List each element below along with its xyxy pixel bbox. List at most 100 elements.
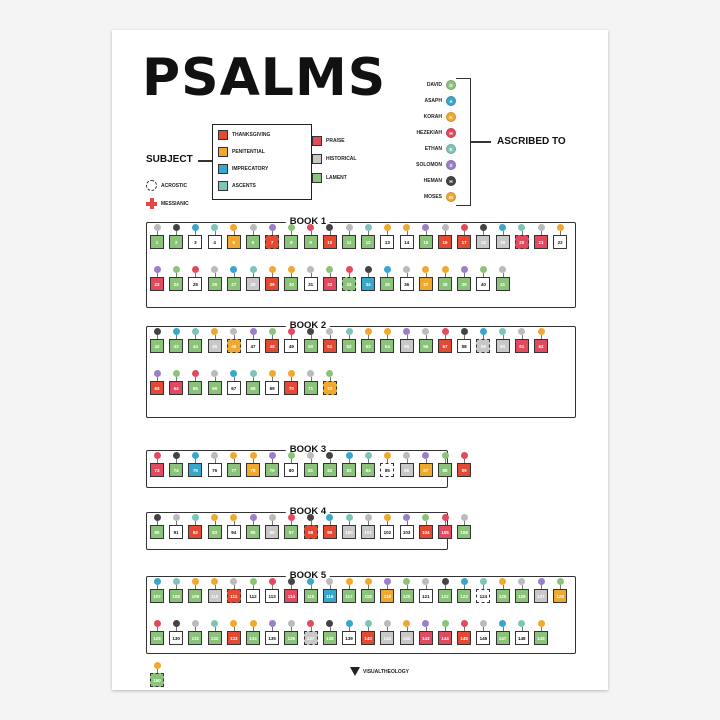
stem xyxy=(329,273,331,277)
psalm-139: 139 xyxy=(342,631,356,645)
stem xyxy=(195,273,197,277)
author-marker xyxy=(479,224,487,231)
stem xyxy=(502,585,504,589)
book-title: BOOK 4 xyxy=(285,506,331,517)
author-marker xyxy=(499,578,507,585)
psalm-19: 19 xyxy=(495,235,510,249)
author-marker xyxy=(499,328,507,335)
author-marker xyxy=(364,452,372,459)
stem xyxy=(272,335,274,339)
stem xyxy=(368,335,370,339)
author-marker xyxy=(249,266,257,273)
author-marker xyxy=(326,578,334,585)
legend-label: PENITENTIAL xyxy=(232,149,265,155)
author-marker xyxy=(345,224,353,231)
author-marker xyxy=(441,266,449,273)
book-title: BOOK 5 xyxy=(285,570,331,581)
stem xyxy=(157,521,158,525)
stem xyxy=(387,335,389,339)
psalm-75: 75 xyxy=(188,463,203,477)
author-marker xyxy=(249,370,257,377)
author-marker xyxy=(345,620,353,627)
author-marker xyxy=(479,266,487,273)
author-marker xyxy=(518,578,526,585)
author-marker xyxy=(479,328,487,335)
stem xyxy=(176,459,178,463)
psalm-79: 79 xyxy=(265,463,280,477)
psalm-138: 138 xyxy=(322,631,337,645)
author-dot: E xyxy=(446,144,456,154)
psalm-62: 62 xyxy=(534,339,548,353)
stem xyxy=(176,521,178,525)
author-marker xyxy=(268,224,276,231)
author-marker xyxy=(383,224,391,231)
author-marker xyxy=(249,620,257,627)
author-marker xyxy=(499,620,507,627)
author-marker xyxy=(383,328,391,335)
psalm-144: 144 xyxy=(438,631,452,645)
author-marker xyxy=(153,620,161,627)
stem xyxy=(291,335,293,339)
stem xyxy=(195,231,197,235)
psalm-118: 118 xyxy=(361,589,376,603)
author-marker xyxy=(307,224,315,231)
author-marker xyxy=(172,514,180,521)
legend-messianic-label: MESSIANIC xyxy=(161,200,189,207)
stem xyxy=(291,377,293,381)
author-marker xyxy=(153,662,161,669)
stem xyxy=(464,273,466,277)
stem xyxy=(483,585,485,589)
psalm-40: 40 xyxy=(476,277,491,291)
author-marker xyxy=(230,578,238,585)
stem xyxy=(368,459,370,463)
author-dot: K xyxy=(446,112,456,122)
stem xyxy=(329,231,331,235)
psalm-89: 89 xyxy=(457,463,472,477)
author-david: DAVID xyxy=(426,82,442,88)
stem xyxy=(329,335,331,339)
psalm-55: 55 xyxy=(399,339,414,353)
psalm-44: 44 xyxy=(188,339,203,353)
legend-praise: PRAISE xyxy=(312,136,345,146)
psalm-71: 71 xyxy=(303,381,318,395)
stem xyxy=(329,627,331,631)
stem xyxy=(502,273,504,277)
psalm-47: 47 xyxy=(246,339,260,353)
author-marker xyxy=(287,370,295,377)
stem xyxy=(502,627,504,631)
author-solomon: SOLOMON xyxy=(416,162,442,168)
psalm-121: 121 xyxy=(418,589,433,603)
author-marker xyxy=(460,578,468,585)
author-marker xyxy=(172,370,180,377)
author-dot: M xyxy=(446,192,456,202)
psalm-87: 87 xyxy=(418,463,433,477)
stem xyxy=(368,521,370,525)
author-marker xyxy=(191,224,199,231)
psalm-80: 80 xyxy=(284,463,299,477)
author-marker xyxy=(153,328,161,335)
footer-text: VISUALTHEOLOGY xyxy=(363,668,410,675)
stem xyxy=(387,459,389,463)
stem xyxy=(329,377,331,381)
psalm-109: 109 xyxy=(188,589,203,603)
psalm-24: 24 xyxy=(169,277,184,291)
stem xyxy=(233,335,235,339)
author-marker xyxy=(191,620,199,627)
page-title: PSALMS xyxy=(142,48,387,108)
author-dot: H xyxy=(446,128,456,138)
stem xyxy=(310,521,312,525)
author-marker xyxy=(345,514,353,521)
stem xyxy=(291,585,293,589)
stem xyxy=(157,627,158,631)
psalm-86: 86 xyxy=(399,463,414,477)
psalm-22: 22 xyxy=(553,235,568,249)
psalm-16: 16 xyxy=(438,235,452,249)
stem xyxy=(233,377,235,381)
stem xyxy=(157,669,158,673)
stem xyxy=(176,377,178,381)
stem xyxy=(253,273,254,277)
author-marker xyxy=(211,514,219,521)
footer-logo: VISUALTHEOLOGY xyxy=(350,667,409,676)
psalm-132: 132 xyxy=(207,631,222,645)
author-marker xyxy=(403,328,411,335)
